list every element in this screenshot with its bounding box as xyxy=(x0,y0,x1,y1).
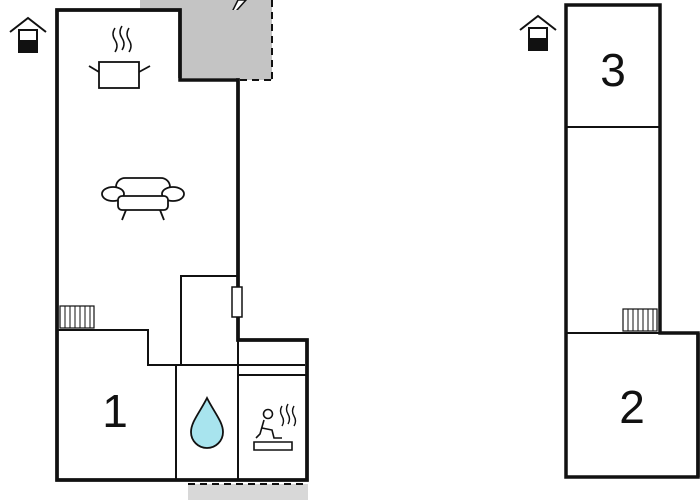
cooking-pot-icon xyxy=(88,25,151,89)
room-number-3: 3 xyxy=(600,44,626,96)
radiator-icon xyxy=(59,305,95,329)
house-entrance-icon xyxy=(9,16,47,53)
sauna-person-icon xyxy=(253,403,297,451)
room-number-2: 2 xyxy=(619,381,645,433)
radiator-icon xyxy=(622,308,658,332)
house-entrance-icon xyxy=(519,14,557,51)
upper-floor xyxy=(564,3,700,479)
water-drop-icon xyxy=(190,395,224,449)
sofa-icon xyxy=(101,177,185,221)
terrace-bottom xyxy=(188,483,308,500)
room-number-1: 1 xyxy=(102,385,128,437)
